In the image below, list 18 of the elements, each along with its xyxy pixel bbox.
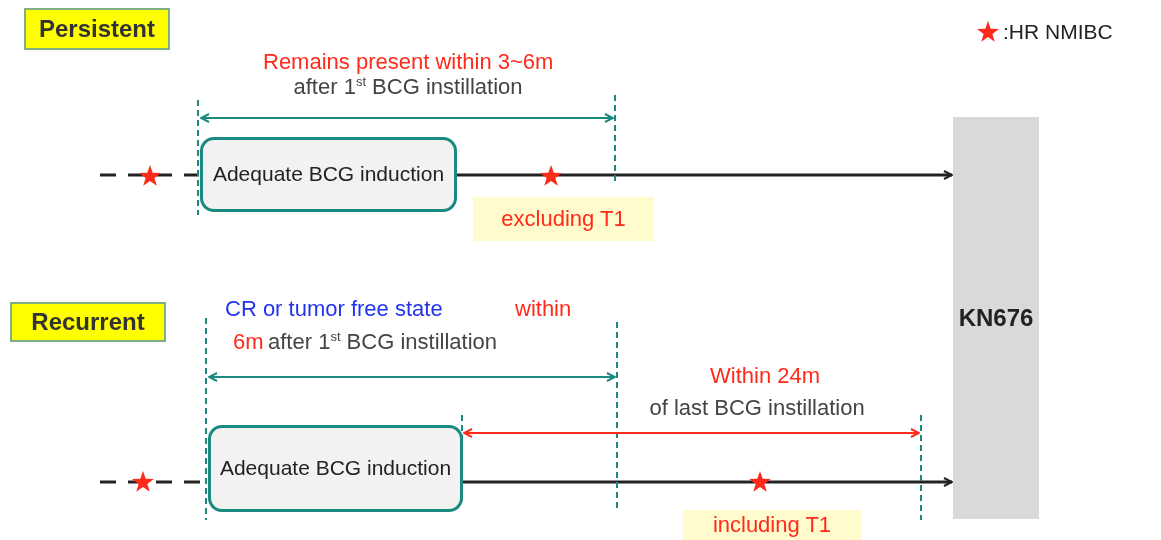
annotation-text: 6m xyxy=(233,330,264,355)
annotation-text: within xyxy=(515,297,572,322)
annotation-text: after 1$^{st}$ BCG instillation xyxy=(293,75,523,100)
annotation-text: Remains present within 3~6m xyxy=(263,50,554,75)
note-box: excluding T1 xyxy=(473,197,654,241)
annotation-text: after 1$^{st}$ BCG instillation xyxy=(268,330,497,355)
annotation-text: of last BCG instillation xyxy=(649,396,865,421)
process-box: Adequate BCG induction xyxy=(200,137,457,212)
timeline-arrow xyxy=(457,170,953,180)
note-box: including T1 xyxy=(683,510,861,540)
annotation-text: Within 24m xyxy=(710,364,821,389)
legend-text: :HR NMIBC xyxy=(1003,20,1113,44)
process-box: Adequate BCG induction xyxy=(208,425,463,512)
study-bar: KN676 xyxy=(953,117,1039,519)
category-tag: Recurrent xyxy=(10,302,166,342)
category-tag: Persistent xyxy=(24,8,170,50)
annotation-text: CR or tumor free state xyxy=(225,297,443,322)
timeline-arrow xyxy=(463,477,953,487)
